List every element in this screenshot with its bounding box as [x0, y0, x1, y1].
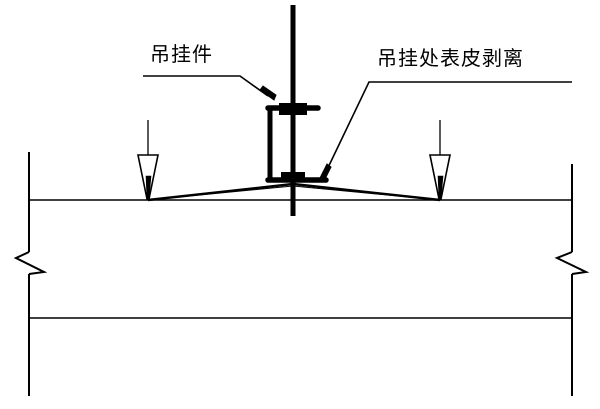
annotation-label-delamination: 吊挂处表皮剥离: [377, 46, 524, 70]
annotation-label-hanger: 吊挂件: [150, 42, 213, 66]
break-line-right: [554, 251, 590, 275]
break-line-left: [13, 251, 48, 275]
concrete-slab-group: [28, 152, 573, 396]
leader-hanger: [143, 75, 277, 101]
leader-delamination: [318, 81, 572, 182]
load-arrow-right: [429, 120, 451, 201]
load-arrow-left: [137, 120, 159, 201]
hanger-assembly: [265, 5, 329, 216]
